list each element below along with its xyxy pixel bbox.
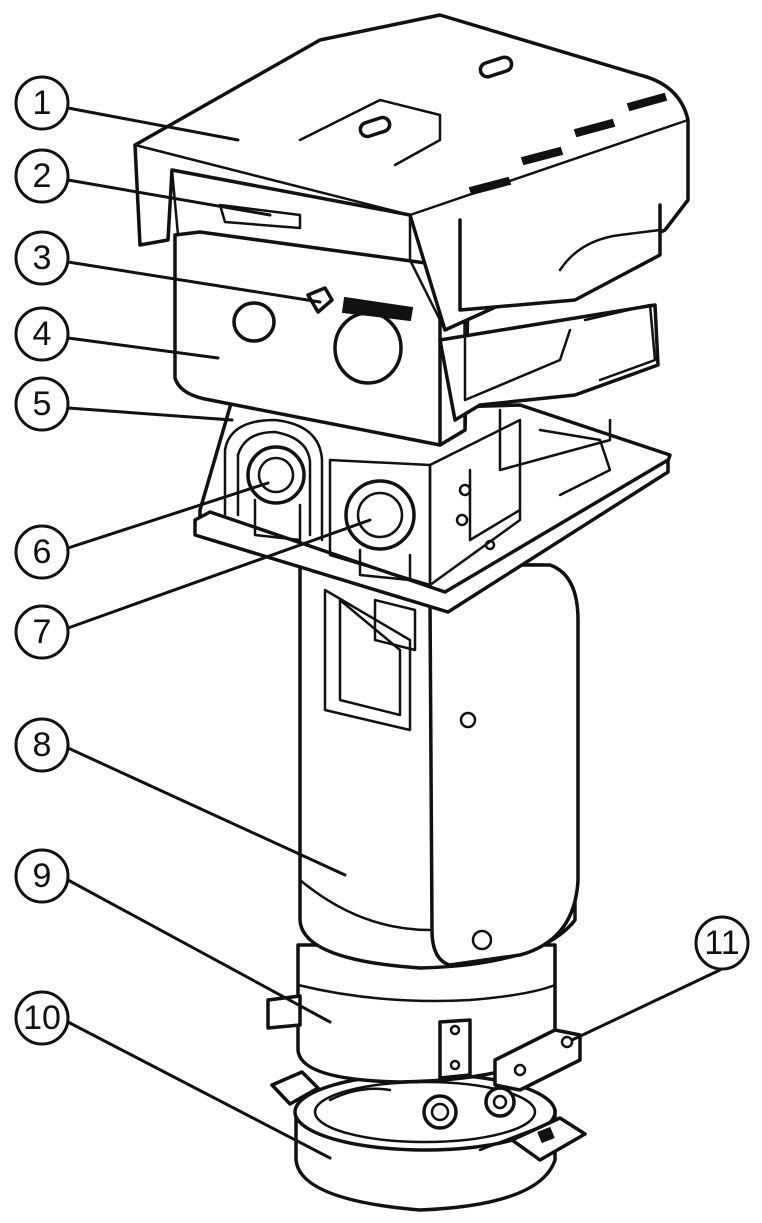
callout-label-3: 3 — [33, 239, 52, 277]
callout-label-11: 11 — [704, 924, 739, 962]
callout-7: 7 — [14, 604, 70, 660]
callout-label-7: 7 — [33, 613, 52, 651]
callout-11: 11 — [694, 915, 750, 971]
front-window-housing — [173, 230, 660, 447]
leader-line-3 — [66, 260, 322, 304]
leader-line-11 — [570, 968, 722, 1042]
sunshield — [133, 13, 690, 402]
leader-line-7 — [66, 518, 372, 630]
callout-label-2: 2 — [33, 157, 52, 195]
callout-label-9: 9 — [33, 857, 52, 895]
callout-8: 8 — [14, 717, 70, 773]
callout-label-6: 6 — [33, 533, 52, 571]
callout-label-10: 10 — [23, 999, 61, 1037]
leader-line-6 — [66, 481, 270, 550]
visual-lens — [344, 479, 416, 582]
callout-label-4: 4 — [33, 315, 52, 353]
callout-6: 6 — [14, 524, 70, 580]
main-body-housing — [298, 563, 580, 970]
callout-2: 2 — [14, 148, 70, 204]
callout-4: 4 — [14, 306, 70, 362]
leader-line-4 — [66, 336, 220, 360]
leader-line-8 — [66, 746, 347, 877]
callout-3: 3 — [14, 230, 70, 286]
leader-lines — [66, 106, 722, 1160]
callout-label-8: 8 — [33, 726, 52, 764]
callout-5: 5 — [14, 376, 70, 432]
callout-label-5: 5 — [33, 385, 52, 423]
callout-label-1: 1 — [33, 84, 52, 122]
leader-line-9 — [66, 878, 332, 1024]
callout-9: 9 — [14, 848, 70, 904]
leader-line-1 — [66, 106, 240, 142]
leader-line-2 — [66, 178, 272, 217]
leader-line-5 — [66, 406, 234, 422]
callout-1: 1 — [14, 75, 70, 131]
callout-10: 10 — [14, 990, 70, 1046]
thermal-lens — [246, 445, 306, 542]
leader-line-10 — [66, 1020, 332, 1160]
bottom-mount-ring — [270, 1070, 587, 1212]
pan-base-cylinder — [266, 943, 582, 1092]
